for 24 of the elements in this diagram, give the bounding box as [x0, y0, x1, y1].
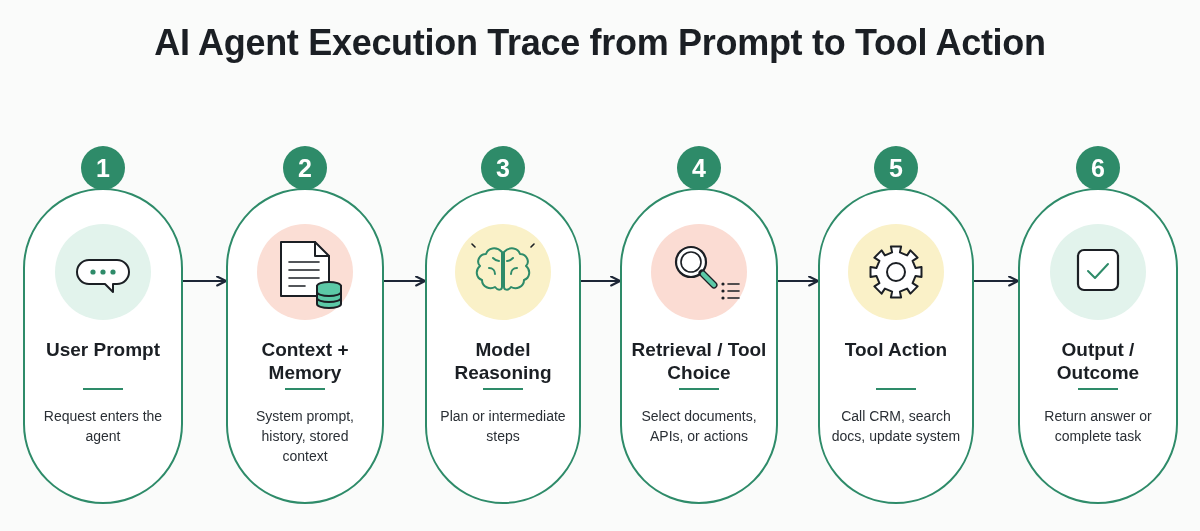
arrow — [778, 275, 820, 287]
step-description: Plan or intermediate steps — [439, 407, 567, 446]
arrow — [384, 275, 427, 287]
step-description: Select documents, APIs, or actions — [640, 407, 758, 446]
step-description: Request enters the agent — [42, 407, 164, 446]
diagram-title: AI Agent Execution Trace from Prompt to Tool Action — [154, 22, 1046, 64]
step-description: Return answer or complete task — [1043, 407, 1153, 446]
step-heading: Context + Memory — [260, 338, 350, 384]
step-heading: Tool Action — [843, 338, 949, 361]
step-number-badge: 1 — [81, 146, 125, 190]
step-heading: Model Reasoning — [453, 338, 553, 384]
arrow — [974, 275, 1020, 287]
step-number-badge: 4 — [677, 146, 721, 190]
step-number-badge: 2 — [283, 146, 327, 190]
step-description: System prompt, history, stored context — [255, 407, 355, 466]
step-number-badge: 5 — [874, 146, 918, 190]
step-heading: Retrieval / Tool Choice — [630, 338, 768, 384]
arrow — [183, 275, 228, 287]
step-heading: Output / Outcome — [1055, 338, 1141, 384]
step-description: Call CRM, search docs, update system — [830, 407, 962, 446]
step-heading: User Prompt — [45, 338, 161, 361]
arrow — [581, 275, 622, 287]
step-number-badge: 3 — [481, 146, 525, 190]
step-number-badge: 6 — [1076, 146, 1120, 190]
